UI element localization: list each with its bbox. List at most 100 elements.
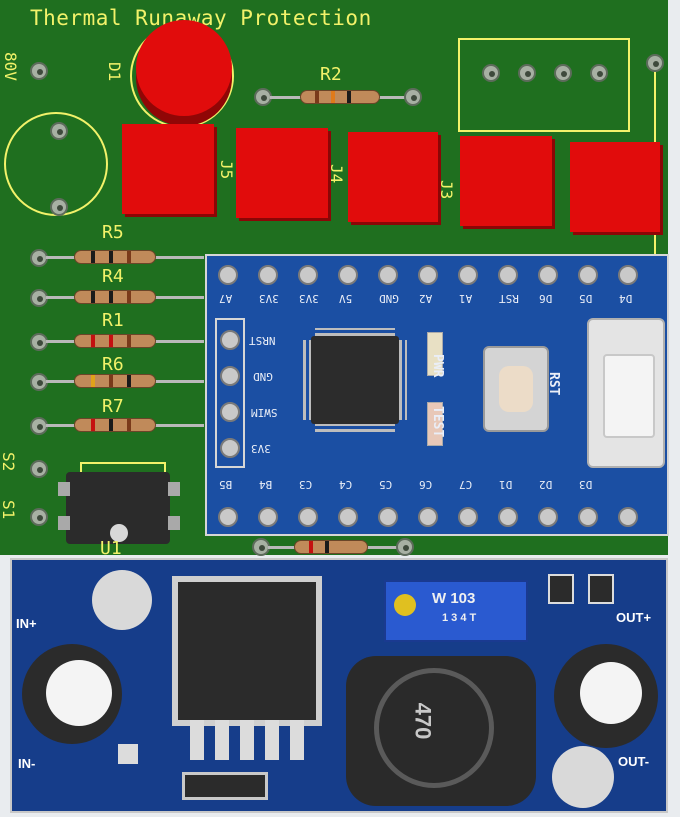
pwr-led <box>427 332 443 376</box>
pad-j5 <box>122 124 214 214</box>
in-minus-label: IN- <box>18 756 36 771</box>
s1-label: S1 <box>0 500 18 520</box>
3v3-label: 3V3 <box>251 442 271 455</box>
bottom-pin-5 <box>418 507 438 527</box>
resistor-icon <box>300 90 380 104</box>
top-pin-label-3: 5V <box>339 292 353 305</box>
hole <box>30 508 48 526</box>
pad-j4 <box>236 128 328 218</box>
header-pin-3 <box>554 64 572 82</box>
top-pin-10 <box>618 265 638 285</box>
top-pin-label-1: 3V3 <box>259 292 279 305</box>
led-icon <box>136 20 232 116</box>
bottom-pin-label-2: C3 <box>299 478 313 491</box>
top-pin-label-7: RST <box>499 292 519 305</box>
pwr-label: PWR <box>430 354 445 378</box>
j3-label: J3 <box>437 180 456 200</box>
corner-hole <box>646 54 664 72</box>
in-plus-label: IN+ <box>16 616 37 631</box>
rst-button[interactable] <box>483 346 549 432</box>
j5-label: J5 <box>217 160 236 180</box>
side-pin <box>220 366 240 386</box>
chip-icon <box>172 576 322 726</box>
top-pin-3 <box>338 265 358 285</box>
header-footprint <box>458 38 630 132</box>
swim-label: SWIM <box>251 406 278 419</box>
bottom-pin-3 <box>338 507 358 527</box>
bottom-pin-7 <box>498 507 518 527</box>
top-pin-label-2: 3V3 <box>299 292 319 305</box>
top-pin-label-10: D4 <box>619 292 633 305</box>
r1-label: R1 <box>102 310 124 331</box>
top-pin-9 <box>578 265 598 285</box>
top-pin-4 <box>378 265 398 285</box>
top-pin-label-5: A2 <box>419 292 433 305</box>
smd-part <box>118 744 138 764</box>
inductor-label: 470 <box>410 702 436 740</box>
r2-label: R2 <box>320 64 342 85</box>
header-pin-2 <box>518 64 536 82</box>
d1-label: D1 <box>105 62 124 82</box>
test-led <box>427 402 443 446</box>
chip-icon <box>303 328 407 432</box>
mount-hole <box>30 62 48 80</box>
capacitor-icon <box>554 644 658 748</box>
chip-pin <box>58 516 70 530</box>
top-pin-label-4: GND <box>379 292 399 305</box>
side-header <box>215 318 245 468</box>
hole <box>30 460 48 478</box>
nrst-label: NRST <box>249 334 276 347</box>
bottom-pin-label-9: D3 <box>579 478 593 491</box>
chip-pin <box>58 482 70 496</box>
r4-label: R4 <box>102 266 124 287</box>
pad-j3 <box>348 132 438 222</box>
pad-j2 <box>460 136 552 226</box>
usb-port-icon[interactable] <box>587 318 665 468</box>
inductor-icon <box>346 656 536 806</box>
top-pin-2 <box>298 265 318 285</box>
bottom-pin-label-6: C7 <box>459 478 473 491</box>
u1-label: U1 <box>100 538 122 559</box>
s2-label: S2 <box>0 452 18 472</box>
side-pin <box>220 330 240 350</box>
r7-label: R7 <box>102 396 124 417</box>
resistor-icon <box>294 540 368 554</box>
chip-pin <box>168 516 180 530</box>
top-pin-0 <box>218 265 238 285</box>
bottom-pin-2 <box>298 507 318 527</box>
top-pin-7 <box>498 265 518 285</box>
diode-icon <box>182 772 268 800</box>
mount-hole <box>92 570 152 630</box>
pot-label: W 103 <box>432 590 476 607</box>
pin1-dot <box>110 524 128 542</box>
mount-hole <box>552 746 614 808</box>
bottom-pin-label-0: B5 <box>219 478 233 491</box>
bottom-pin-8 <box>538 507 558 527</box>
top-pin-1 <box>258 265 278 285</box>
bottom-pin-10 <box>618 507 638 527</box>
cap-hole-2 <box>50 198 68 216</box>
bottom-pin-0 <box>218 507 238 527</box>
top-pin-label-8: D6 <box>539 292 553 305</box>
bottom-pin-label-3: C4 <box>339 478 353 491</box>
hole <box>396 538 414 556</box>
header-pin-1 <box>482 64 500 82</box>
top-pin-label-9: D5 <box>579 292 593 305</box>
bottom-pin-label-5: C6 <box>419 478 433 491</box>
bottom-pin-label-4: C5 <box>379 478 393 491</box>
r5-label: R5 <box>102 222 124 243</box>
buck-converter: 470 W 103 1 3 4 T IN+ IN- OUT+ OUT- <box>10 558 668 813</box>
resistor-icon <box>74 418 156 432</box>
resistor-icon <box>74 250 156 264</box>
top-pin-6 <box>458 265 478 285</box>
bottom-pin-4 <box>378 507 398 527</box>
bottom-pin-6 <box>458 507 478 527</box>
potentiometer-icon[interactable] <box>384 580 528 642</box>
bottom-pin-label-7: D1 <box>499 478 513 491</box>
cap-hole-1 <box>50 122 68 140</box>
voltage-label: 80V <box>1 52 20 81</box>
r2-hole-right <box>404 88 422 106</box>
side-pin <box>220 438 240 458</box>
